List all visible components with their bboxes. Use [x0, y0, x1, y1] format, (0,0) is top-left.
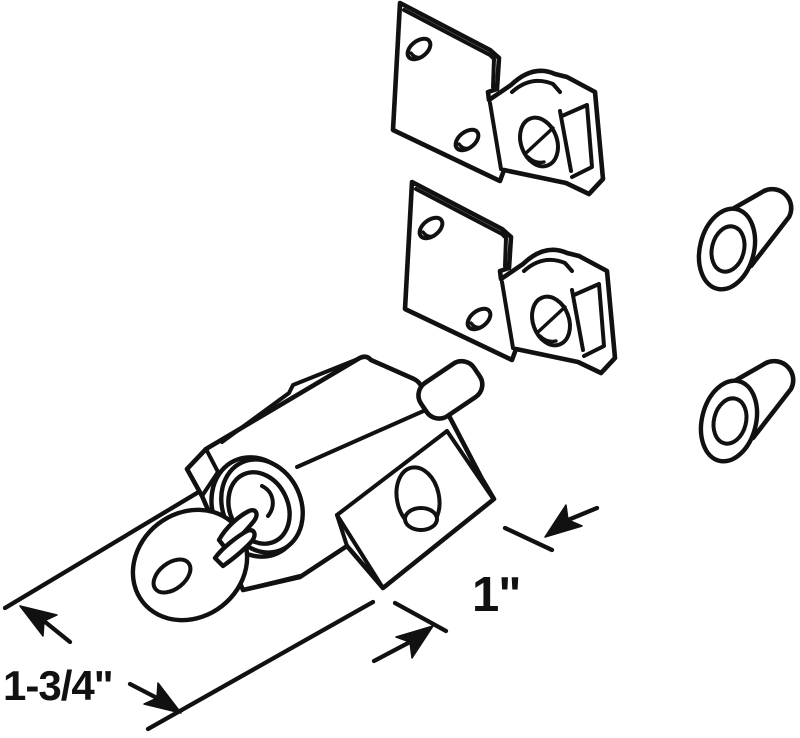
dimension-tick: [392, 600, 449, 634]
rivet-ferrule-bottom: [693, 361, 793, 467]
dimension-extension-line: [145, 599, 376, 732]
lock-assembly: [130, 354, 497, 623]
dimension-extension-line: [2, 490, 200, 611]
arrowhead-down-right-icon: [143, 682, 182, 714]
dimension-depth: [371, 504, 600, 664]
dimension-length-label: 1-3/4": [3, 662, 113, 709]
keeper-bracket-bottom: [405, 182, 615, 373]
keeper-bracket-top: [393, 3, 603, 194]
rivet-ferrule-top: [691, 189, 791, 295]
dimension-tick: [502, 525, 555, 553]
dimension-depth-label: 1": [472, 568, 520, 622]
key-hole: [151, 557, 193, 595]
plunger-button: [416, 358, 485, 421]
arrowhead-down-left-icon: [544, 504, 583, 538]
mounting-base: [335, 429, 494, 590]
dimension-length: [2, 490, 376, 732]
arrowhead-up-right-icon: [395, 625, 434, 659]
key: [130, 507, 259, 623]
arrowhead-up-left-icon: [19, 605, 58, 637]
